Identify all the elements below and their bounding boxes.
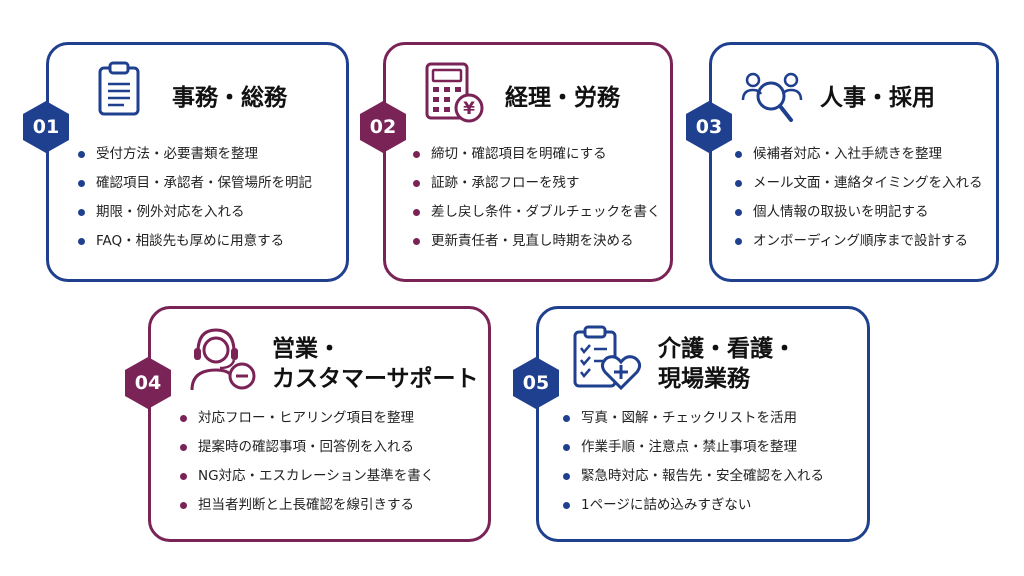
list-item: 締切・確認項目を明確にする <box>413 140 661 169</box>
list-item: メール文面・連絡タイミングを入れる <box>735 169 983 198</box>
card-general-affairs <box>46 42 349 282</box>
card-title: 人事・採用 <box>820 85 935 111</box>
number-badge: 03 <box>686 101 732 153</box>
card-title: 介護・看護・ 現場業務 <box>658 334 796 394</box>
list-item: 1ページに詰め込みすぎない <box>563 491 824 520</box>
number-label: 05 <box>522 372 550 394</box>
headset-agent-icon <box>190 328 256 391</box>
list-item: 証跡・承認フローを残す <box>413 169 661 198</box>
number-label: 03 <box>695 116 723 138</box>
item-list: 受付方法・必要書類を整理 確認項目・承認者・保管場所を明記 期限・例外対応を入れ… <box>78 140 312 256</box>
list-item: 確認項目・承認者・保管場所を明記 <box>78 169 312 198</box>
list-item: NG対応・エスカレーション基準を書く <box>180 462 434 491</box>
list-item: 緊急時対応・報告先・安全確認を入れる <box>563 462 824 491</box>
list-item: 提案時の確認事項・回答例を入れる <box>180 433 434 462</box>
list-item: 写真・図解・チェックリストを活用 <box>563 404 824 433</box>
number-label: 04 <box>134 372 162 394</box>
list-item: オンボーディング順序まで設計する <box>735 227 983 256</box>
number-label: 02 <box>369 116 397 138</box>
card-title: 営業・ カスタマーサポート <box>272 334 479 394</box>
calculator-yen-icon: ¥ <box>425 62 484 123</box>
list-item: 受付方法・必要書類を整理 <box>78 140 312 169</box>
number-badge: 05 <box>513 357 559 409</box>
card-title-line: 営業・ <box>272 336 341 362</box>
card-title-line: カスタマーサポート <box>272 366 479 392</box>
list-item: 差し戻し条件・ダブルチェックを書く <box>413 198 661 227</box>
list-item: 候補者対応・入社手続きを整理 <box>735 140 983 169</box>
card-title-line: 現場業務 <box>658 366 750 392</box>
list-item: 作業手順・注意点・禁止事項を整理 <box>563 433 824 462</box>
list-item: 担当者判断と上長確認を線引きする <box>180 491 434 520</box>
card-title: 経理・労務 <box>505 85 620 111</box>
list-item: 更新責任者・見直し時期を決める <box>413 227 661 256</box>
svg-text:¥: ¥ <box>463 99 475 119</box>
card-title-line: 介護・看護・ <box>658 336 796 362</box>
list-item: 期限・例外対応を入れる <box>78 198 312 227</box>
card-accounting-labor <box>383 42 673 282</box>
number-label: 01 <box>32 116 60 138</box>
item-list: 写真・図解・チェックリストを活用 作業手順・注意点・禁止事項を整理 緊急時対応・… <box>563 404 824 520</box>
item-list: 対応フロー・ヒアリング項目を整理 提案時の確認事項・回答例を入れる NG対応・エ… <box>180 404 434 520</box>
item-list: 候補者対応・入社手続きを整理 メール文面・連絡タイミングを入れる 個人情報の取扱… <box>735 140 983 256</box>
list-item: FAQ・相談先も厚めに用意する <box>78 227 312 256</box>
card-title: 事務・総務 <box>172 85 287 111</box>
card-care-nursing <box>536 306 870 542</box>
clipboard-icon <box>98 61 140 116</box>
checklist-heart-icon <box>573 325 642 391</box>
people-search-icon <box>741 72 803 122</box>
list-item: 個人情報の取扱いを明記する <box>735 198 983 227</box>
item-list: 締切・確認項目を明確にする 証跡・承認フローを残す 差し戻し条件・ダブルチェック… <box>413 140 661 256</box>
list-item: 対応フロー・ヒアリング項目を整理 <box>180 404 434 433</box>
